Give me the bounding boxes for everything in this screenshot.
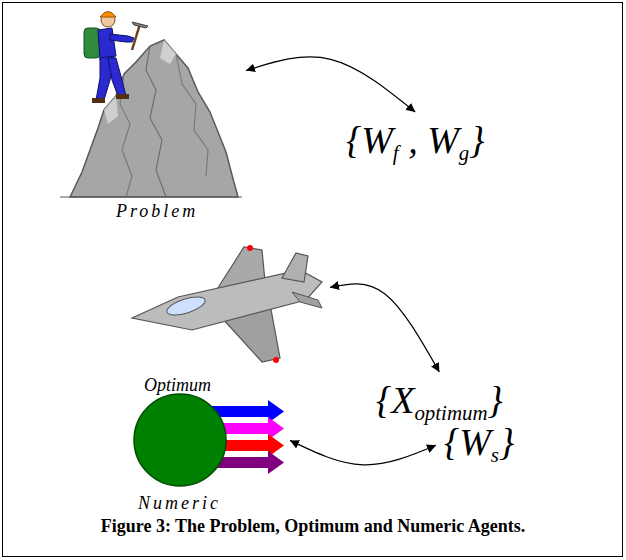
climber-illustration <box>84 12 148 104</box>
agent-name: Problem <box>116 202 198 222</box>
parameter-set: {Ws} <box>440 418 518 468</box>
double-arrow <box>330 284 439 372</box>
numeric-illustration <box>134 394 284 486</box>
subscript: s <box>491 443 499 467</box>
double-arrow <box>246 57 415 112</box>
agent-set: {Xoptimum} <box>372 376 507 426</box>
agent-set: {Wf , Wg} <box>342 116 488 166</box>
parameter-set: {Xoptimum} <box>372 376 507 426</box>
agent-figure: Optimum <box>124 240 326 398</box>
figure-frame <box>3 3 623 557</box>
agent-figure: Problem <box>62 4 242 226</box>
parameter-set: {Wf , Wg} <box>342 116 488 166</box>
subscript: f <box>393 141 399 165</box>
subscript: g <box>459 141 469 165</box>
jet-illustration <box>132 245 322 363</box>
figure-caption: Figure 3: The Problem, Optimum and Numer… <box>98 516 528 537</box>
agent-name: Numeric <box>138 494 221 514</box>
agent-name: Optimum <box>144 376 211 396</box>
agent-figure: Numeric <box>128 390 286 516</box>
agent-set: {Ws} <box>440 418 518 468</box>
mountain-illustration <box>60 40 242 197</box>
double-arrow <box>290 440 436 464</box>
